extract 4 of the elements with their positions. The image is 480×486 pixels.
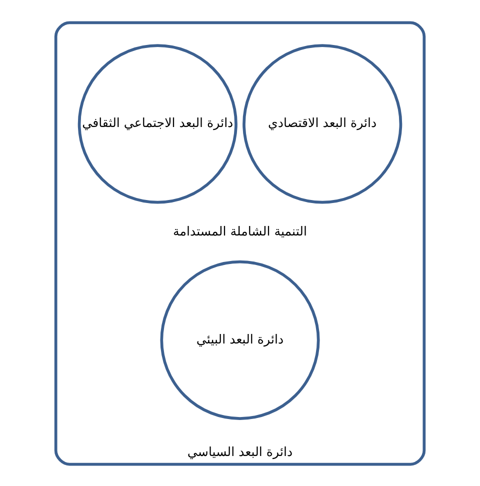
label: التنمية الشاملة المستدامة: [173, 222, 307, 238]
node-circle: دائرة البعد البيئي: [160, 260, 320, 420]
node-circle: دائرة البعد الاجتماعي الثقافي: [78, 44, 238, 204]
node-circle: دائرة البعد الاقتصادي: [242, 44, 402, 204]
